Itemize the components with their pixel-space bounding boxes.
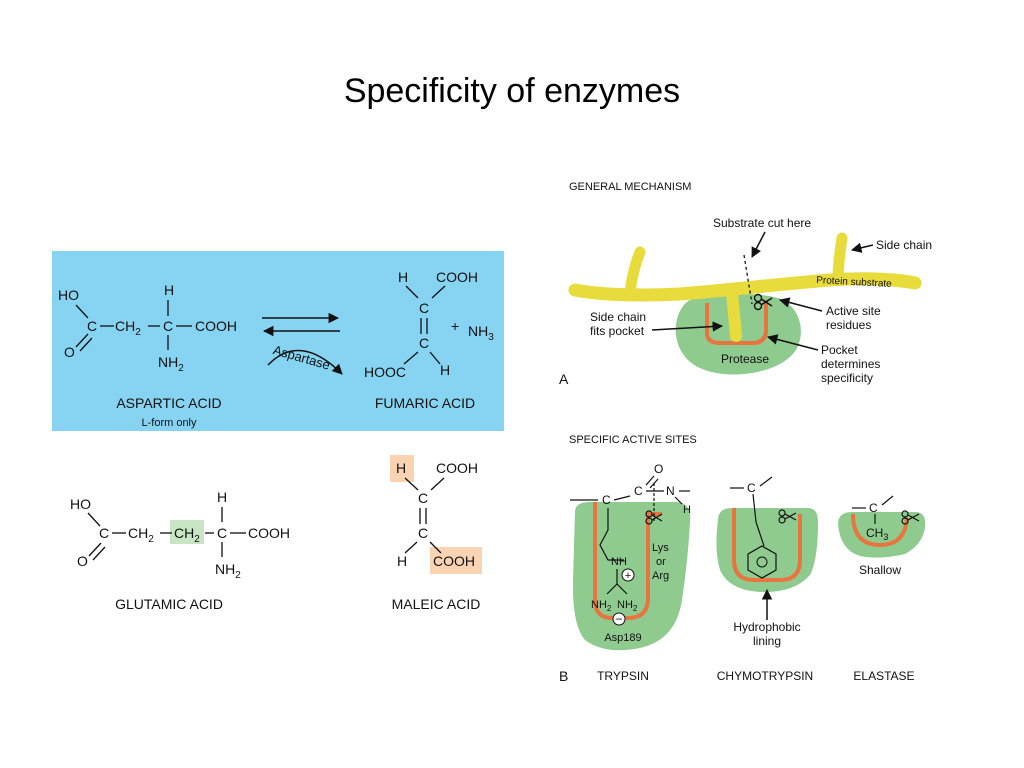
elastase-name: ELASTASE — [853, 669, 914, 683]
pocket-label: Pocket — [821, 343, 858, 357]
lys-label: Lys — [652, 542, 669, 554]
side-chain-fits-label: Side chain — [590, 310, 646, 324]
positive-charge-icon: + — [625, 570, 631, 582]
carbon-label: C — [747, 481, 756, 495]
pocket-label: determines — [821, 357, 880, 371]
specific-sites-heading: SPECIFIC ACTIVE SITES — [569, 434, 697, 446]
ch2-label: CH2 — [174, 525, 200, 545]
h-label: H — [164, 282, 174, 298]
nh2-label: NH2 — [215, 561, 241, 581]
nh2-label: NH2 — [617, 599, 638, 613]
aspartic-acid-structure: HO O C CH2 C COOH H NH2 ASPARTIC ACID L-… — [58, 282, 237, 429]
aspartic-acid-name: ASPARTIC ACID — [116, 395, 221, 411]
glutamic-acid-structure: HO O C CH2 CH2 C COOH H NH2 GLUTAMIC ACI… — [70, 489, 290, 612]
o-label: O — [64, 344, 75, 360]
ch2-highlight — [170, 520, 204, 544]
hydrophobic-lining-label: Hydrophobic — [733, 620, 800, 634]
fumaric-acid-structure: H COOH C C HOOC H FUMARIC ACID — [364, 269, 478, 411]
ch2-label: CH2 — [128, 525, 154, 545]
cooh-label: COOH — [436, 460, 478, 476]
scissors-icon — [753, 293, 773, 311]
maleic-acid-structure: H COOH C C H COOH MALEIC ACID — [390, 455, 482, 612]
cooh-label: COOH — [436, 269, 478, 285]
shallow-label: Shallow — [859, 563, 901, 577]
carbon-label: C — [99, 525, 109, 541]
protein-substrate-label: Protein substrate — [816, 275, 893, 290]
glutamic-acid-name: GLUTAMIC ACID — [115, 596, 223, 612]
carbon-label: C — [418, 525, 428, 541]
or-label: or — [656, 556, 666, 568]
chymotrypsin-name: CHYMOTRYPSIN — [717, 669, 813, 683]
active-site-label: Active site — [826, 304, 881, 318]
plus-sign: + — [451, 318, 459, 334]
maleic-acid-name: MALEIC ACID — [392, 596, 481, 612]
arg-label: Arg — [652, 570, 669, 582]
active-site-label: residues — [826, 318, 871, 332]
ch2-label: CH2 — [115, 318, 141, 338]
ch3-label: CH3 — [866, 526, 888, 542]
reaction-panel — [52, 251, 504, 431]
side-chain-fits-label: fits pocket — [590, 324, 645, 338]
asp189-label: Asp189 — [604, 632, 641, 644]
scissors-icon — [901, 510, 920, 525]
h-highlight — [390, 455, 414, 482]
carbon-label: C — [634, 484, 643, 498]
hooc-label: HOOC — [364, 364, 406, 380]
ammonia-label: NH3 — [468, 323, 494, 343]
ho-label: HO — [70, 496, 91, 512]
fumaric-acid-name: FUMARIC ACID — [375, 395, 475, 411]
carbon-label: C — [419, 335, 429, 351]
ho-label: HO — [58, 287, 79, 303]
nh2-label: NH2 — [591, 599, 612, 613]
substrate-cut-label: Substrate cut here — [713, 216, 811, 230]
trypsin-site: C C O N H NH + NH2 NH2 − Asp189 Lys or A… — [570, 462, 691, 683]
pocket-label: specificity — [821, 371, 873, 385]
slide-title: Specificity of enzymes — [343, 72, 681, 110]
elastase-site: C CH3 Shallow ELASTASE — [838, 495, 926, 683]
side-chain-label: Side chain — [876, 238, 932, 252]
l-form-note: L-form only — [141, 417, 197, 429]
h-label: H — [683, 504, 691, 516]
h-label: H — [398, 269, 408, 285]
carbon-label: C — [418, 490, 428, 506]
carbon-label: C — [87, 318, 97, 334]
h-label: H — [440, 362, 450, 378]
scissors-icon — [778, 509, 797, 524]
protease-label: Protease — [721, 352, 769, 366]
panel-a-letter: A — [559, 371, 569, 387]
o-label: O — [654, 462, 663, 476]
negative-charge-icon: − — [615, 612, 622, 626]
cooh-label: COOH — [195, 318, 237, 334]
h-label: H — [396, 460, 406, 476]
carbon-label: C — [602, 493, 611, 507]
cooh-label: COOH — [248, 525, 290, 541]
scissors-icon — [645, 510, 663, 525]
h-label: H — [397, 553, 407, 569]
carbon-label: C — [217, 525, 227, 541]
h-label: H — [217, 489, 227, 505]
nh2-label: NH2 — [158, 354, 184, 374]
general-mechanism-heading: GENERAL MECHANISM — [569, 181, 691, 193]
cooh-label: COOH — [433, 553, 475, 569]
trypsin-name: TRYPSIN — [597, 669, 649, 683]
o-label: O — [77, 553, 88, 569]
panel-b-letter: B — [559, 668, 568, 684]
carbon-label: C — [869, 501, 878, 515]
n-label: N — [666, 484, 675, 498]
carbon-label: C — [419, 300, 429, 316]
nh-label: NH — [611, 556, 627, 568]
chymotrypsin-site: C Hydrophobic lining CHYMOTRYPSIN — [716, 476, 818, 683]
carbon-label: C — [163, 318, 173, 334]
hydrophobic-lining-label: lining — [753, 634, 781, 648]
